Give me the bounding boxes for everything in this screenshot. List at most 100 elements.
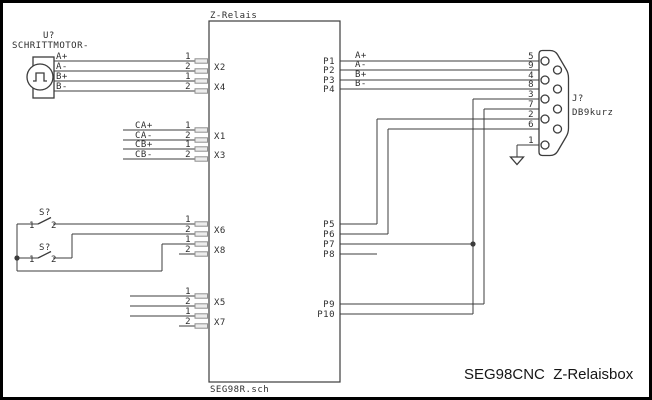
- sheet-pin-name-p9: P9: [323, 300, 335, 310]
- motor-pin-label: A-: [56, 62, 68, 72]
- sheet-pin-pad: [194, 127, 208, 133]
- sheet-pin-name-x8: X8: [214, 246, 226, 256]
- sheet-pin-name-p6: P6: [323, 230, 335, 240]
- db9-pin-hole: [540, 140, 550, 150]
- sheet-pin-name-x2: X2: [214, 63, 226, 73]
- motor-ref: U?: [43, 31, 55, 41]
- drawing-caption: SEG98CNC Z-Relaisbox: [464, 366, 634, 383]
- pin-number: 2: [185, 245, 191, 255]
- net-label: A+: [355, 51, 367, 61]
- sheet-pin-names-right: P1 P2 P3 P4 P5 P6 P7 P8 P9 P10: [317, 57, 335, 320]
- junction-dot: [470, 241, 476, 247]
- switch-2[interactable]: S? 1 2: [29, 243, 57, 265]
- motor-pin-label: A+: [56, 52, 68, 62]
- sheet-pin-name-p5: P5: [323, 220, 335, 230]
- db9-pin-number: 7: [528, 100, 534, 110]
- sheet-box[interactable]: [208, 20, 341, 383]
- sheet-pin-pad: [194, 313, 208, 319]
- db9-pin-hole: [540, 94, 550, 104]
- pin-number: 2: [185, 317, 191, 327]
- sheet-pin-pad: [194, 156, 208, 162]
- net-labels-right: A+ A- B+ B-: [355, 51, 367, 89]
- junction-dot: [14, 255, 20, 261]
- sheet-pin-name-p2: P2: [323, 66, 335, 76]
- pin-number: 1: [185, 307, 191, 317]
- net-label: B-: [355, 79, 367, 89]
- net-label: CA+: [135, 121, 153, 131]
- sheet-pin-pad: [194, 241, 208, 247]
- db9-pin-hole: [552, 104, 563, 114]
- db9-pin-hole: [540, 75, 550, 85]
- pin-number: 1: [185, 52, 191, 62]
- sheet-pin-pad: [194, 323, 208, 329]
- sheet-pin-name-x4: X4: [214, 83, 226, 93]
- db9-value: DB9kurz: [572, 108, 613, 118]
- switch-blade[interactable]: [37, 216, 52, 225]
- sheet-pin-name-x1: X1: [214, 132, 226, 142]
- sheet-pin-pad: [194, 293, 208, 299]
- switch-pin-number: 1: [29, 255, 35, 265]
- db9-pin-hole: [540, 114, 550, 124]
- sheet-pin-name-p7: P7: [323, 240, 335, 250]
- stepper-motor-symbol[interactable]: U? SCHRITTMOTOR- A+ A- B+ B-: [12, 31, 89, 99]
- switch-ref: S?: [39, 208, 51, 218]
- sheet-name-label: Z-Relais: [210, 11, 257, 21]
- db9-pin-number: 2: [528, 110, 534, 120]
- sheet-pin-name-p4: P4: [323, 85, 335, 95]
- switch-1[interactable]: S? 1 2: [29, 208, 57, 231]
- sheet-pin-pad: [194, 78, 208, 84]
- sheet-pin-pads: [194, 58, 208, 329]
- sheet-pin-pad: [194, 251, 208, 257]
- sheet-pin-name-x7: X7: [214, 318, 226, 328]
- net-label: B+: [355, 70, 367, 80]
- sheet-pin-pad: [194, 58, 208, 64]
- sheet-pin-pad: [194, 231, 208, 237]
- sheet-pin-name-p8: P8: [323, 250, 335, 260]
- db9-pin-hole: [552, 65, 563, 75]
- switch-pin-number: 1: [29, 221, 35, 231]
- db9-pin-hole: [540, 56, 550, 66]
- sheet-pin-pad: [194, 68, 208, 74]
- pulse-icon: [33, 72, 47, 82]
- sheet-pin-name-p10: P10: [317, 310, 335, 320]
- net-label: CB+: [135, 140, 153, 150]
- pin-number: 1: [185, 287, 191, 297]
- pin-number: 2: [185, 225, 191, 235]
- motor-value: SCHRITTMOTOR-: [12, 41, 89, 51]
- net-label: CA-: [135, 131, 153, 141]
- motor-pin-label: B-: [56, 82, 68, 92]
- ground-icon: [509, 156, 525, 166]
- sheet-pin-pad: [194, 146, 208, 152]
- sheet-pin-numbers-left: 1 2 1 2 1 2 1 2 1 2 1 2 1 2 1 2: [185, 52, 191, 327]
- db9-pin-number: 6: [528, 120, 534, 130]
- sheet-pin-pad: [194, 137, 208, 143]
- db9-pin-number: 4: [528, 71, 534, 81]
- db9-pin-number: 5: [528, 52, 534, 62]
- switch-blade[interactable]: [37, 250, 52, 259]
- switch-pin-number: 2: [51, 255, 57, 265]
- pin-number: 1: [185, 140, 191, 150]
- pin-number: 2: [185, 150, 191, 160]
- sheet-symbol[interactable]: Z-Relais SEG98R.sch: [208, 11, 341, 395]
- db9-pin-number: 8: [528, 80, 534, 90]
- motor-circle[interactable]: [26, 63, 54, 91]
- db9-pin-number: 1: [528, 136, 534, 146]
- sheet-pin-name-x6: X6: [214, 226, 226, 236]
- net-labels-left: CA+ CA- CB+ CB-: [135, 121, 153, 160]
- sheet-pin-names-left: X2 X4 X1 X3 X6 X8 X5 X7: [214, 63, 226, 328]
- pin-number: 2: [185, 297, 191, 307]
- pin-number: 1: [185, 72, 191, 82]
- db9-pin-hole: [552, 84, 563, 94]
- sheet-file-label: SEG98R.sch: [210, 385, 269, 395]
- db9-pin-hole: [552, 124, 563, 134]
- pin-number: 1: [185, 121, 191, 131]
- wires: [16, 60, 553, 327]
- db9-connector-symbol[interactable]: 5 9 4 8 3 7 2 6 1 J? DB9kurz: [528, 49, 613, 157]
- sheet-pin-name-x3: X3: [214, 151, 226, 161]
- sheet-pin-pad: [194, 88, 208, 94]
- switch-ref: S?: [39, 243, 51, 253]
- db9-pin-number: 3: [528, 90, 534, 100]
- sheet-pin-pad: [194, 221, 208, 227]
